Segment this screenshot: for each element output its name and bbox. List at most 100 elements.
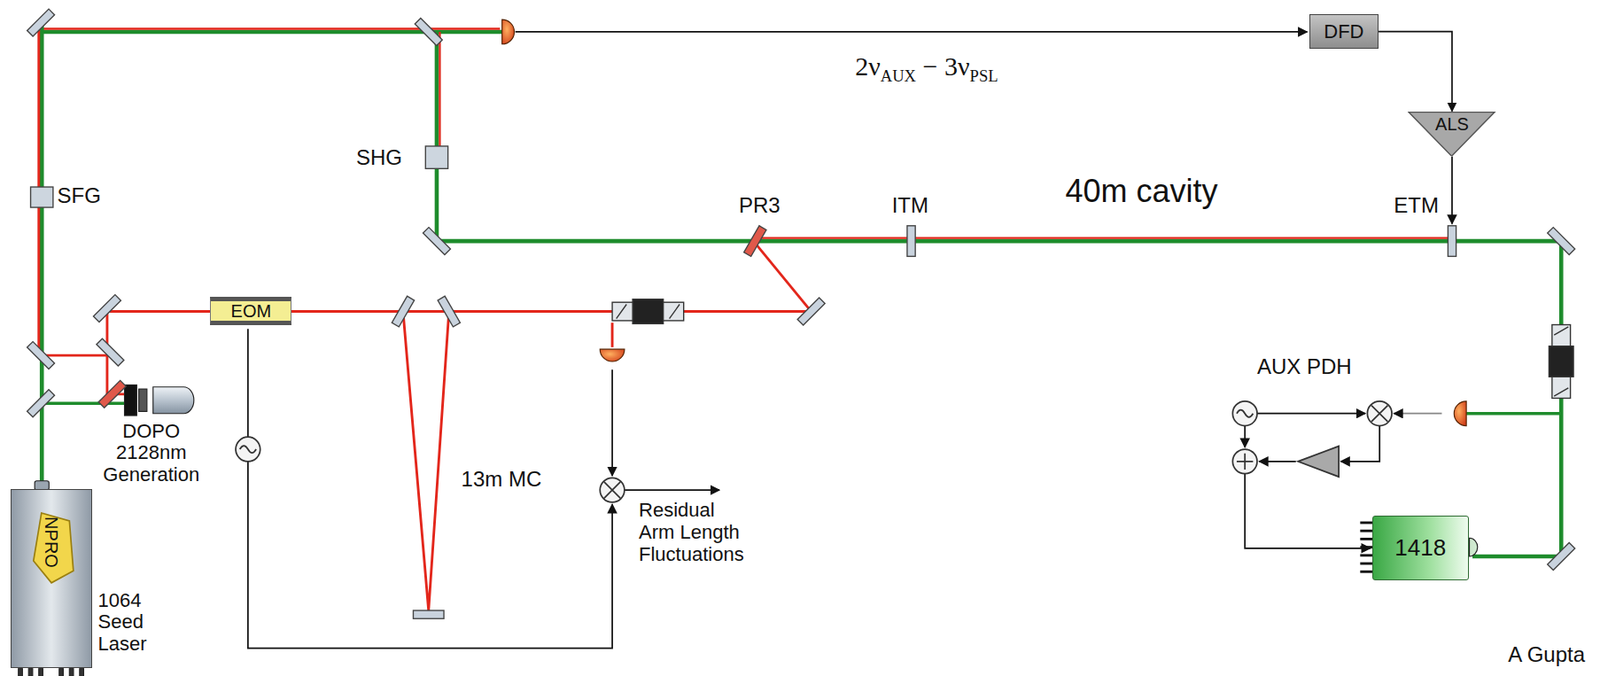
crystal-label: SFG bbox=[57, 184, 101, 209]
laser-beams bbox=[38, 24, 812, 356]
mirror bbox=[27, 8, 1576, 619]
laser-beams bbox=[611, 322, 614, 348]
signal-wires bbox=[1244, 473, 1371, 549]
signal-wires bbox=[1340, 426, 1380, 462]
faraday-isolator bbox=[616, 303, 680, 319]
laser-housing-parts bbox=[18, 668, 24, 676]
node-label: ALS bbox=[1435, 114, 1469, 134]
mirror bbox=[1547, 543, 1576, 571]
loop-label: AUX PDH bbox=[1257, 355, 1352, 380]
laser-housing-parts bbox=[1469, 537, 1478, 557]
signal-connector bbox=[1378, 31, 1453, 112]
laser-beams bbox=[436, 31, 1562, 557]
electronics-symbols bbox=[1232, 449, 1258, 474]
laser-beams bbox=[403, 311, 450, 611]
laser-label: 1064 Seed Laser bbox=[98, 590, 161, 656]
crystal-label: SHG bbox=[356, 146, 403, 171]
node-label: EOM bbox=[231, 301, 272, 321]
node-label: DFD bbox=[1323, 21, 1364, 43]
seed-laser: NPRO bbox=[10, 489, 93, 669]
beat-note-formula: 2νAUX − 3νPSL bbox=[854, 51, 998, 82]
dopo-crystal bbox=[153, 387, 195, 414]
laser-beams bbox=[1466, 411, 1562, 415]
author-credit: A Gupta bbox=[1507, 643, 1585, 668]
mirror bbox=[27, 389, 55, 418]
driver-pin bbox=[1359, 537, 1373, 541]
laser-housing-parts bbox=[59, 668, 64, 676]
photodiode bbox=[502, 19, 1467, 426]
dopo-label: DOPO 2128nm Generation bbox=[95, 420, 207, 487]
amplifier-triangle: ALS bbox=[1407, 111, 1496, 157]
electronics-symbols bbox=[235, 401, 1392, 503]
faraday-isolator bbox=[612, 299, 1574, 399]
optic-label: PR3 bbox=[738, 194, 781, 218]
signal-wires bbox=[248, 461, 613, 649]
laser-housing-parts bbox=[79, 668, 85, 676]
signal-label: Residual Arm Length Fluctuations bbox=[638, 499, 754, 566]
electronics-symbols bbox=[604, 481, 621, 498]
dopo-crystal bbox=[124, 384, 138, 416]
mirror bbox=[98, 380, 126, 408]
cavity-label: 13m MC bbox=[461, 467, 543, 492]
photodiode bbox=[1453, 401, 1467, 427]
electronics-symbols bbox=[1366, 401, 1392, 427]
laser-beams bbox=[41, 401, 125, 404]
signal-wires bbox=[624, 489, 720, 491]
faraday-isolator bbox=[1548, 346, 1574, 378]
node-label: NPRO bbox=[41, 516, 62, 568]
node-label: 1418 bbox=[1394, 535, 1446, 561]
electronics-symbols bbox=[1236, 410, 1253, 418]
mirror bbox=[27, 341, 55, 370]
electronics-symbols bbox=[1236, 453, 1253, 470]
dopo-crystal bbox=[139, 388, 148, 412]
mirror bbox=[907, 225, 916, 257]
mirror bbox=[1547, 227, 1576, 256]
mirror bbox=[27, 8, 55, 37]
photodiode bbox=[502, 19, 515, 45]
driver-pin bbox=[1359, 521, 1373, 525]
signal-wires bbox=[611, 369, 614, 476]
optic-label: ETM bbox=[1393, 194, 1439, 218]
mirror bbox=[422, 227, 451, 256]
driver-pin bbox=[1359, 529, 1373, 533]
mirror bbox=[797, 297, 825, 326]
driver-pin bbox=[1359, 570, 1373, 574]
dopo-crystal bbox=[124, 384, 195, 416]
laser-beams bbox=[754, 236, 1449, 239]
laser-housing-parts bbox=[18, 481, 1478, 676]
laser-housing-parts bbox=[28, 668, 33, 676]
driver-pin bbox=[1359, 553, 1373, 557]
mirror bbox=[391, 295, 414, 327]
laser-crystal bbox=[32, 512, 73, 583]
electronics-symbols bbox=[599, 477, 625, 503]
laser-beams bbox=[754, 242, 811, 311]
signal-wires bbox=[1257, 412, 1366, 415]
signal-wires bbox=[1393, 412, 1442, 415]
detector-box: DFD bbox=[1309, 14, 1379, 49]
mirror bbox=[96, 338, 125, 366]
laser-beams bbox=[39, 23, 45, 489]
laser-housing-parts bbox=[69, 668, 74, 676]
crystal-boxes bbox=[31, 186, 54, 208]
amplifier-outline bbox=[1408, 111, 1495, 156]
signal-wires bbox=[1451, 155, 1453, 224]
driver-pin bbox=[1359, 562, 1373, 566]
optic-label: ITM bbox=[892, 194, 929, 218]
signal-wires bbox=[515, 31, 1308, 33]
mirror bbox=[412, 610, 444, 619]
electronics-symbols bbox=[240, 445, 257, 453]
photodiode bbox=[599, 349, 625, 362]
laser-beams bbox=[438, 31, 441, 148]
driver-pins bbox=[1359, 522, 1373, 572]
mirror bbox=[744, 225, 767, 257]
driver-pin bbox=[1359, 545, 1373, 549]
electronics-symbols bbox=[1297, 446, 1339, 478]
signal-wires bbox=[247, 328, 249, 437]
modulator-box: EOM bbox=[209, 296, 292, 326]
mirror bbox=[414, 17, 443, 46]
signal-wires bbox=[1243, 426, 1246, 448]
laser-box: 1418 bbox=[1372, 515, 1469, 582]
